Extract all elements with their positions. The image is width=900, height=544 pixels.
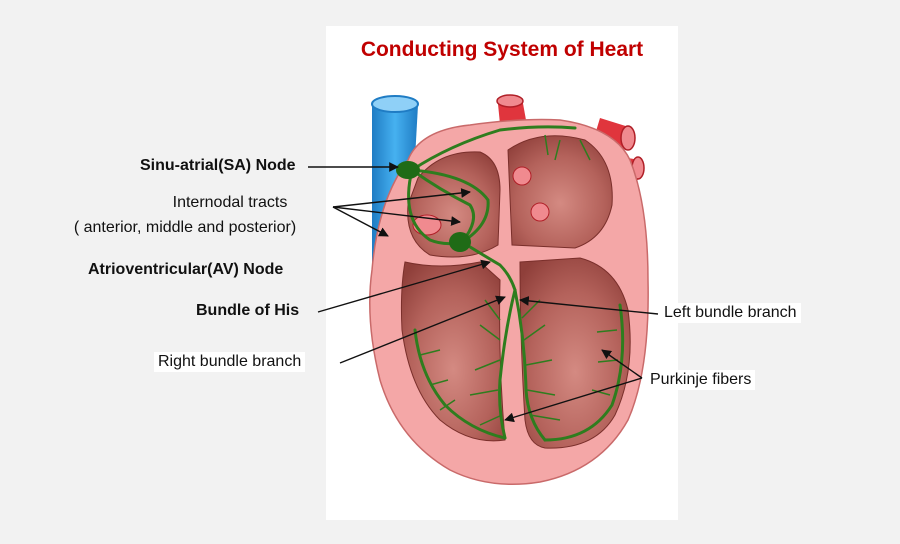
purkinje-fibers [419,134,619,426]
label-av-node: Atrioventricular(AV) Node [88,261,284,278]
label-internodal-line2: ( anterior, middle and posterior) [73,219,297,236]
label-right-bundle: Right bundle branch [154,352,306,372]
conduction-system [407,125,625,442]
av-node [449,232,471,252]
left-ventricle [519,257,631,449]
label-pointers [308,162,659,423]
label-purkinje: Purkinje fibers [646,370,756,390]
valve-opening-2 [512,166,532,186]
label-left-bundle: Left bundle branch [660,303,801,323]
left-atrium [507,135,613,249]
label-internodal-line1: Internodal tracts [172,194,288,211]
sa-node [396,161,420,179]
diagram-title: Conducting System of Heart [360,38,644,61]
valve-opening-3 [530,202,550,222]
label-sa-node: Sinu-atrial(SA) Node [140,157,296,174]
label-bundle-his: Bundle of His [196,302,300,319]
